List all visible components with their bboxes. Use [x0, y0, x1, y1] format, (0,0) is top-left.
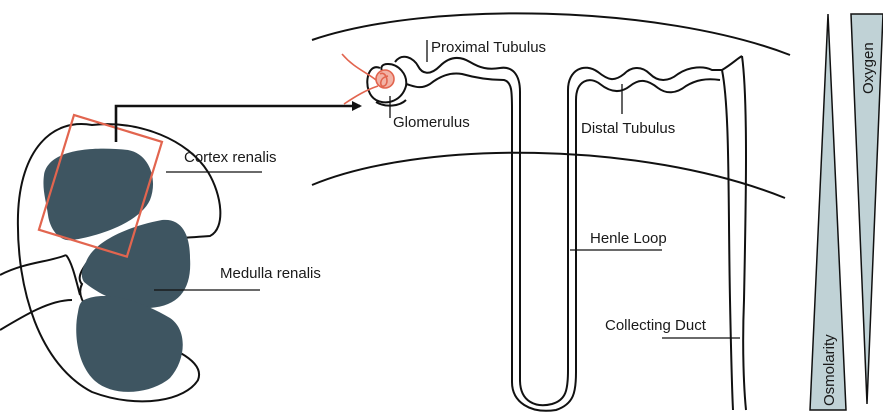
pyramid-lower	[76, 296, 183, 392]
proximal-label: Proximal Tubulus	[431, 39, 546, 56]
afferent-arteriole	[342, 54, 376, 80]
glomerulus-label: Glomerulus	[393, 114, 470, 131]
collecting-duct-left	[722, 70, 733, 410]
collecting-duct-right	[742, 56, 746, 410]
nephron-detail: Proximal Tubulus Glomerulus Distal Tubul…	[312, 13, 790, 410]
gradient-wedges: Osmolarity Oxygen	[810, 14, 883, 410]
kidney-cross-section: Cortex renalis Medulla renalis	[0, 106, 360, 401]
medulla-label: Medulla renalis	[220, 265, 321, 282]
oxygen-label: Oxygen	[860, 42, 877, 94]
collecting-label: Collecting Duct	[605, 317, 707, 334]
henle-label: Henle Loop	[590, 230, 667, 247]
tubule-system	[367, 56, 746, 411]
distal-label: Distal Tubulus	[581, 120, 675, 137]
collecting-duct-cap	[722, 56, 742, 70]
cortex-medulla-boundary	[312, 153, 785, 198]
osmolarity-label: Osmolarity	[821, 334, 838, 406]
efferent-arteriole	[344, 86, 378, 104]
proximal-tubule-outer	[395, 57, 722, 405]
outer-boundary-top	[312, 13, 790, 55]
cortex-label: Cortex renalis	[184, 149, 277, 166]
